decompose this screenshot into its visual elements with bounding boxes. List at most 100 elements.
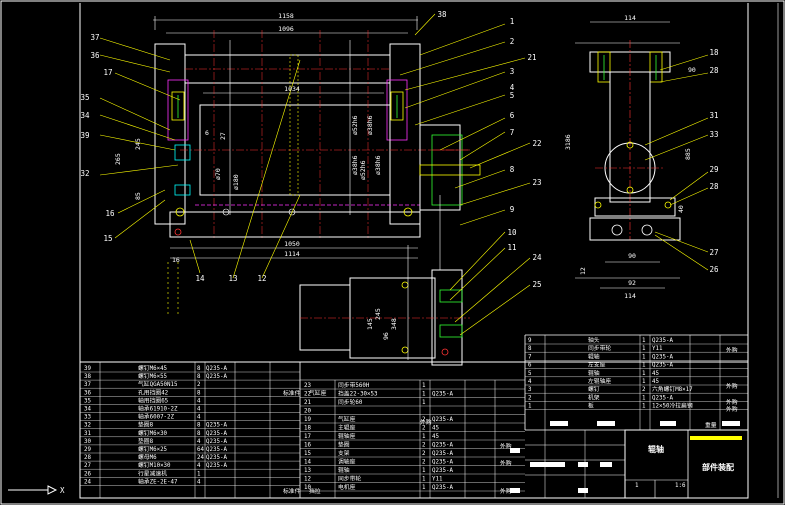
bom-row-qty: 1 — [422, 485, 426, 491]
bom-row-number: 36 — [84, 390, 91, 396]
bom-row-qty: 8 — [197, 390, 201, 396]
bom-row-material: 45 — [432, 434, 439, 440]
bom-row-name: 孔用挡圈42 — [138, 388, 168, 396]
bom-row-number: 8 — [528, 346, 532, 352]
svg-text:37: 37 — [90, 33, 99, 42]
bom-row-material: 45 — [652, 371, 659, 377]
bom-row-name: 同步带轮 — [338, 475, 361, 483]
svg-text:33: 33 — [709, 130, 718, 139]
bom-row-material: Q235-A — [206, 447, 227, 453]
bom-row-qty: 2 — [422, 451, 426, 457]
bom-row-qty: 1 — [422, 477, 426, 483]
svg-text:24: 24 — [532, 253, 542, 262]
svg-text:外购: 外购 — [726, 405, 738, 413]
bom-row-number: 18 — [304, 426, 311, 432]
bom-row-name: 螺钉M10×30 — [138, 461, 171, 469]
svg-text:265: 265 — [114, 153, 122, 165]
bom-row-qty: 1 — [642, 346, 646, 352]
bom-row-name: 行星减速机 — [138, 469, 167, 477]
svg-text:13: 13 — [228, 274, 237, 283]
bom-row-material: Q235-A — [652, 354, 673, 360]
bom-row-number: 21 — [304, 400, 311, 406]
bom-row-name: 螺钉M6×45 — [138, 364, 168, 372]
bom-row-qty: 8 — [197, 366, 201, 372]
svg-text:5: 5 — [510, 91, 515, 100]
ucs-icon: X — [8, 485, 65, 495]
svg-text:27: 27 — [219, 132, 227, 140]
bom-row-number: 5 — [528, 371, 532, 377]
bom-row-qty: 2 — [422, 460, 426, 466]
bom-row-number: 24 — [84, 479, 91, 485]
bom-row-number: 4 — [528, 379, 532, 385]
svg-text:4: 4 — [510, 83, 515, 92]
svg-text:90: 90 — [688, 66, 696, 74]
svg-text:348: 348 — [390, 318, 398, 330]
bom-row-name: 辊轴 — [588, 352, 600, 360]
svg-text:245: 245 — [134, 138, 142, 150]
svg-text:12: 12 — [579, 267, 587, 275]
svg-text:外购: 外购 — [500, 459, 512, 467]
bom-row-material: 45 — [432, 426, 439, 432]
bom-row-qty: 64 — [197, 447, 204, 453]
svg-text:22: 22 — [532, 139, 541, 148]
bom-row-material: Q235-A — [432, 485, 453, 491]
bom-row-number: 1 — [528, 404, 532, 410]
svg-text:ø52h6: ø52h6 — [359, 160, 367, 180]
bom-row-material: Q235-A — [206, 431, 227, 437]
bom-row-qty: 2 — [197, 382, 201, 388]
svg-text:114: 114 — [624, 292, 636, 300]
bom-row-qty: 1 — [422, 400, 426, 406]
front-view — [153, 16, 481, 315]
svg-text:3: 3 — [510, 67, 515, 76]
bom-table — [79, 334, 749, 499]
svg-text:29: 29 — [709, 165, 718, 174]
bom-row-name: 气缸座 — [338, 415, 356, 423]
svg-text:辊轴: 辊轴 — [648, 444, 664, 454]
svg-text:标准件: 标准件 — [283, 389, 301, 397]
svg-text:28: 28 — [709, 182, 719, 191]
bom-row-name: 螺钉M6×30 — [138, 429, 168, 437]
svg-text:X: X — [60, 486, 65, 495]
svg-text:重量: 重量 — [705, 421, 717, 429]
bom-row-number: 2 — [528, 395, 532, 401]
svg-text:部件装配: 部件装配 — [702, 462, 734, 472]
svg-text:1096: 1096 — [278, 25, 294, 33]
bom-row-number: 16 — [304, 443, 311, 449]
bom-row-name: 轴头 — [588, 336, 600, 344]
bom-row-number: 19 — [304, 417, 311, 423]
svg-text:ø38h6: ø38h6 — [366, 115, 374, 135]
bom-row-number: 6 — [528, 363, 532, 369]
svg-text:外购: 外购 — [726, 398, 738, 406]
svg-text:标准件: 标准件 — [283, 487, 301, 495]
bom-row-qty: 4 — [197, 407, 201, 413]
bom-row-material: Q235-A — [206, 366, 227, 372]
svg-text:1034: 1034 — [284, 85, 300, 93]
svg-text:9: 9 — [510, 205, 515, 214]
bom-row-material: Q235-A — [652, 338, 673, 344]
bom-row-qty: 2 — [422, 417, 426, 423]
bom-row-name: 左辊轴座 — [588, 377, 611, 385]
svg-text:15: 15 — [103, 234, 112, 243]
svg-text:145: 145 — [366, 318, 374, 330]
svg-text:17: 17 — [103, 68, 112, 77]
bom-row-number: 7 — [528, 354, 532, 360]
svg-text:1: 1 — [635, 483, 639, 489]
bom-row-material: Q235-A — [432, 443, 453, 449]
bom-row-material: Q235-A — [432, 392, 453, 398]
bom-row-qty: 1 — [642, 371, 646, 377]
bom-row-number: 27 — [84, 463, 91, 469]
svg-text:92: 92 — [628, 279, 636, 287]
svg-text:ø52h6: ø52h6 — [351, 115, 359, 135]
bom-row-name: 同步带560H — [338, 381, 370, 389]
svg-text:10: 10 — [507, 228, 517, 237]
svg-text:气缸座: 气缸座 — [309, 389, 327, 397]
bom-row-qty: 1 — [422, 468, 426, 474]
svg-text:18: 18 — [709, 48, 719, 57]
svg-text:ø38h6: ø38h6 — [374, 155, 382, 175]
bom-row-name: 挡盖22-30×53 — [338, 390, 378, 398]
